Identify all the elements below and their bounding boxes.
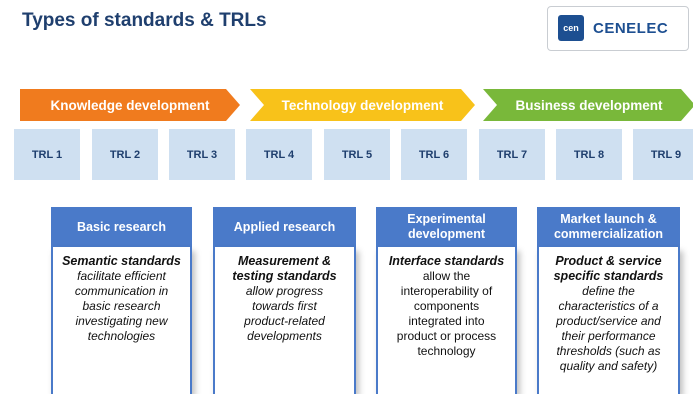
trl-box-9: TRL 9: [633, 129, 693, 180]
page-title: Types of standards & TRLs: [22, 10, 267, 31]
column-market-launch: Market launch & commercialization Produc…: [537, 207, 680, 394]
standard-description: facilitate efficient communication in ba…: [74, 269, 169, 343]
cen-logo-mark: cen: [558, 15, 584, 41]
column-applied-research: Applied research Measurement & testing s…: [213, 207, 356, 394]
column-heading: Applied research: [213, 207, 356, 247]
trl-box-8: TRL 8: [556, 129, 622, 180]
trl-box-2: TRL 2: [92, 129, 158, 180]
standard-type: Measurement & testing standards: [232, 254, 337, 283]
trl-box-6: TRL 6: [401, 129, 467, 180]
phase-label: Knowledge development: [50, 97, 210, 113]
cenelec-logo: cen CENELEC: [547, 6, 689, 51]
trl-box-4: TRL 4: [246, 129, 312, 180]
column-heading: Basic research: [51, 207, 192, 247]
cenelec-wordmark: CENELEC: [593, 20, 669, 37]
phase-label: Technology development: [281, 97, 444, 113]
trl-box-1: TRL 1: [14, 129, 80, 180]
standard-type: Product & service specific standards: [553, 254, 664, 283]
standard-description: allow progress towards first product-rel…: [244, 284, 325, 343]
phase-business-development: Business development: [483, 89, 693, 121]
column-body: Semantic standards facilitate efficient …: [51, 247, 192, 394]
phase-technology-development: Technology development: [250, 89, 475, 121]
standard-description: define the characteristics of a product/…: [556, 284, 661, 373]
column-body: Product & service specific standards def…: [537, 247, 680, 394]
standard-description: allow the interoperability of components…: [396, 269, 497, 358]
column-body: Interface standards allow the interopera…: [376, 247, 517, 394]
trl-box-5: TRL 5: [324, 129, 390, 180]
column-experimental-development: Experimental development Interface stand…: [376, 207, 517, 394]
phase-label: Business development: [515, 97, 663, 113]
trl-box-3: TRL 3: [169, 129, 235, 180]
column-body: Measurement & testing standards allow pr…: [213, 247, 356, 394]
column-heading: Market launch & commercialization: [537, 207, 680, 247]
standard-type: Interface standards: [388, 254, 505, 268]
trl-box-7: TRL 7: [479, 129, 545, 180]
standard-type: Semantic standards: [62, 254, 181, 268]
phase-knowledge-development: Knowledge development: [20, 89, 240, 121]
column-heading: Experimental development: [376, 207, 517, 247]
column-basic-research: Basic research Semantic standards facili…: [51, 207, 192, 394]
